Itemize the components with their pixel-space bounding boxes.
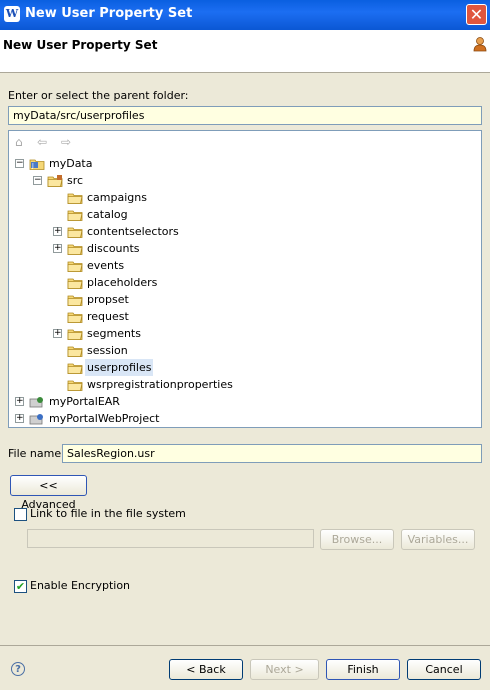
folder-icon — [67, 328, 83, 340]
tree-item[interactable]: − src — [9, 172, 479, 189]
link-file-checkbox[interactable] — [14, 508, 27, 521]
tree-item[interactable]: catalog — [9, 206, 479, 223]
project-ear-icon — [29, 396, 45, 408]
tree-item-label: segments — [87, 327, 141, 340]
link-file-path-input[interactable] — [27, 529, 314, 548]
folder-icon — [67, 192, 83, 204]
expand-icon[interactable]: + — [53, 226, 62, 236]
package-folder-icon — [47, 175, 63, 187]
folder-icon — [67, 345, 83, 357]
expand-icon[interactable]: + — [53, 328, 62, 338]
tree-item[interactable]: + contentselectors — [9, 223, 479, 240]
tree-item[interactable]: + myPortalEAR — [9, 393, 479, 410]
next-button[interactable]: Next > — [250, 659, 319, 680]
folder-icon — [67, 311, 83, 323]
tree-item[interactable]: placeholders — [9, 274, 479, 291]
expand-icon[interactable]: + — [15, 396, 24, 406]
svg-text:J: J — [31, 163, 34, 170]
expand-icon[interactable]: + — [15, 413, 24, 423]
tree-item-label: contentselectors — [87, 225, 179, 238]
browse-button[interactable]: Browse... — [320, 529, 394, 550]
tree-item-label: request — [87, 310, 129, 323]
folder-icon — [67, 277, 83, 289]
separator — [0, 645, 490, 646]
folder-icon — [67, 243, 83, 255]
file-name-label: File name: — [8, 447, 65, 460]
link-file-label: Link to file in the file system — [30, 507, 186, 520]
back-arrow-icon[interactable]: ⇦ — [37, 135, 48, 149]
tree-item-label: src — [67, 174, 84, 187]
tree-item-label: events — [87, 259, 125, 272]
cancel-button[interactable]: Cancel — [407, 659, 481, 680]
tree-item[interactable]: events — [9, 257, 479, 274]
page-title: New User Property Set — [3, 38, 158, 52]
tree-item-label: campaigns — [87, 191, 147, 204]
advanced-button[interactable]: << Advanced — [10, 475, 87, 511]
tree-item-label: myData — [49, 157, 93, 170]
project-web-icon — [29, 413, 45, 425]
window-title: New User Property Set — [25, 6, 193, 21]
help-icon[interactable]: ? — [11, 662, 25, 676]
wizard-header: New User Property Set — [0, 30, 490, 73]
tree-item-label: discounts — [87, 242, 140, 255]
tree-item[interactable]: request — [9, 308, 479, 325]
tree-item-label: myPortalEAR — [49, 395, 120, 408]
tree-item[interactable]: + discounts — [9, 240, 479, 257]
tree-item[interactable]: wsrpregistrationproperties — [9, 376, 479, 393]
tree-item[interactable]: campaigns — [9, 189, 479, 206]
expand-icon[interactable]: + — [53, 243, 62, 253]
collapse-icon[interactable]: − — [33, 175, 42, 185]
close-button[interactable]: ✕ — [466, 4, 487, 25]
enable-encryption-label: Enable Encryption — [30, 579, 131, 592]
enable-encryption-checkbox[interactable]: ✔ — [14, 580, 27, 593]
tree-item-label: catalog — [87, 208, 128, 221]
file-name-input[interactable]: SalesRegion.usr — [62, 444, 482, 463]
collapse-icon[interactable]: − — [15, 158, 24, 168]
folder-icon — [67, 260, 83, 272]
tree-item[interactable]: userprofiles — [9, 359, 479, 376]
project-java-icon: J — [29, 158, 45, 170]
tree-item[interactable]: + segments — [9, 325, 479, 342]
tree-item[interactable]: + myPortalWebProject — [9, 410, 479, 427]
user-icon — [473, 37, 487, 52]
tree-item-label: myPortalWebProject — [49, 412, 160, 425]
tree-item-label: propset — [87, 293, 129, 306]
tree-item[interactable]: propset — [9, 291, 479, 308]
home-icon[interactable]: ⌂ — [15, 135, 23, 149]
tree-item-label: wsrpregistrationproperties — [87, 378, 233, 391]
finish-button[interactable]: Finish — [326, 659, 400, 680]
folder-icon — [67, 379, 83, 391]
folder-icon — [67, 209, 83, 221]
folder-icon — [67, 226, 83, 238]
back-button[interactable]: < Back — [169, 659, 243, 680]
forward-arrow-icon[interactable]: ⇨ — [61, 135, 72, 149]
parent-folder-input[interactable]: myData/src/userprofiles — [8, 106, 482, 125]
folder-icon — [67, 362, 83, 374]
app-icon: W — [4, 6, 20, 22]
folder-prompt: Enter or select the parent folder: — [8, 89, 189, 102]
tree-item[interactable]: session — [9, 342, 479, 359]
title-bar[interactable]: W New User Property Set ✕ — [0, 0, 490, 30]
tree-item-label: placeholders — [87, 276, 158, 289]
tree-item-label: session — [87, 344, 128, 357]
tree-item-label: userprofiles — [85, 359, 154, 376]
variables-button[interactable]: Variables... — [401, 529, 475, 550]
folder-icon — [67, 294, 83, 306]
